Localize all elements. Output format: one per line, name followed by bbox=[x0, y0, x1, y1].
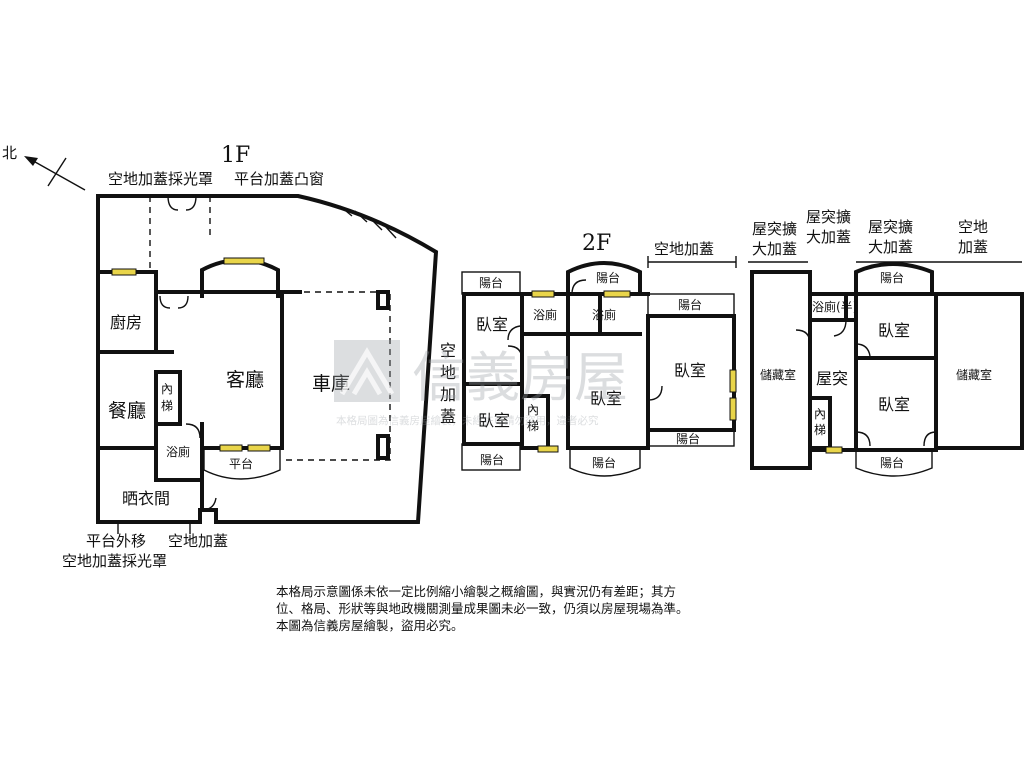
north-label: 北 bbox=[2, 144, 17, 162]
f2-balcony-bottom-right: 陽台 bbox=[676, 431, 700, 446]
roof-balcony-top: 陽台 bbox=[880, 270, 904, 285]
f1-skylight-bottom: 空地加蓋採光罩 bbox=[62, 552, 167, 570]
stair-label-bottom: 梯 bbox=[161, 399, 173, 413]
f2-bedroom-3: 臥室 bbox=[590, 389, 622, 408]
f2-bedroom-2: 臥室 bbox=[478, 411, 510, 430]
f2-balcony-top-center: 陽台 bbox=[596, 270, 620, 285]
watermark-brand: 信義房屋 bbox=[412, 346, 628, 409]
floor-1-plan bbox=[96, 194, 439, 524]
f2-side-2: 地 bbox=[440, 363, 456, 382]
brand-watermark: 信義房屋 本格局圖為信義房屋繪製，未經許可請勿盜用，違者必究 bbox=[334, 340, 628, 427]
f1-platform: 平台 bbox=[229, 456, 253, 471]
f2-balcony-bottom-center: 陽台 bbox=[592, 455, 616, 470]
roof-plan bbox=[750, 262, 1024, 477]
floor-2-plan bbox=[461, 261, 737, 477]
floor-2-title: 2F bbox=[582, 231, 611, 256]
roof-penthouse: 屋突 bbox=[816, 369, 848, 388]
room-dining: 餐廳 bbox=[108, 400, 146, 422]
f2-side-1: 空 bbox=[440, 341, 456, 360]
f1-bay-window-label: 平台加蓋凸窗 bbox=[234, 170, 324, 188]
roof-label-c-2: 大加蓋 bbox=[868, 238, 913, 256]
f2-side-3: 加 bbox=[440, 385, 456, 404]
f2-side-4: 蓋 bbox=[440, 407, 456, 426]
roof-storage-right: 儲藏室 bbox=[956, 367, 992, 382]
roof-label-b-1: 屋突擴 bbox=[806, 208, 851, 226]
disclaimer: 本格局示意圖係未依一定比例縮小繪製之概繪圖，與實況仍有差距；其方 位、格局、形狀… bbox=[276, 583, 756, 634]
f2-balcony-bottom-left: 陽台 bbox=[480, 452, 504, 467]
disclaimer-line-2: 位、格局、形狀等與地政機關測量成果圖未必一致，仍須以房屋現場為準。 bbox=[276, 601, 689, 616]
f2-bath-1: 浴廁 bbox=[533, 307, 557, 322]
roof-label-a-2: 大加蓋 bbox=[752, 240, 797, 258]
f2-annex-label: 空地加蓋 bbox=[654, 240, 714, 258]
roof-label-b-2: 大加蓋 bbox=[806, 228, 851, 246]
roof-label-d-2: 加蓋 bbox=[958, 238, 988, 256]
roof-stair-top: 內 bbox=[814, 407, 826, 421]
watermark-subline: 本格局圖為信義房屋繪製，未經許可請勿盜用，違者必究 bbox=[336, 414, 599, 427]
room-bath-f1: 浴廁 bbox=[166, 444, 190, 459]
roof-bedroom-1: 臥室 bbox=[878, 321, 910, 340]
f1-skylight-label: 空地加蓋採光罩 bbox=[108, 170, 213, 188]
stair-label-top: 內 bbox=[161, 382, 173, 396]
f2-balcony-top-right: 陽台 bbox=[678, 297, 702, 312]
roof-balcony-bottom: 陽台 bbox=[880, 455, 904, 470]
f1-annex-bottom: 空地加蓋 bbox=[168, 532, 228, 550]
room-kitchen: 廚房 bbox=[110, 313, 142, 332]
room-living: 客廳 bbox=[226, 369, 264, 391]
f2-bedroom-4: 臥室 bbox=[674, 361, 706, 380]
roof-storage-left: 儲藏室 bbox=[760, 367, 796, 382]
f2-stair-top: 內 bbox=[527, 403, 539, 417]
f2-stair-bottom: 梯 bbox=[527, 419, 539, 433]
roof-half-bath: 浴廁(半) bbox=[812, 299, 857, 314]
north-arrow-icon bbox=[24, 156, 86, 191]
disclaimer-line-3: 本圖為信義房屋繪製，盜用必究。 bbox=[276, 618, 464, 633]
roof-bedroom-2: 臥室 bbox=[878, 395, 910, 414]
disclaimer-line-1: 本格局示意圖係未依一定比例縮小繪製之概繪圖，與實況仍有差距；其方 bbox=[276, 584, 677, 599]
room-laundry: 晒衣間 bbox=[122, 489, 170, 508]
floor-1-title: 1F bbox=[221, 143, 250, 168]
f2-bath-2: 浴廁 bbox=[592, 307, 616, 322]
roof-label-a-1: 屋突擴 bbox=[752, 220, 797, 238]
f2-balcony-top-left: 陽台 bbox=[479, 275, 503, 290]
roof-label-d-1: 空地 bbox=[958, 218, 988, 236]
roof-stair-bottom: 梯 bbox=[814, 423, 826, 437]
f1-platform-moved: 平台外移 bbox=[86, 532, 146, 550]
room-garage: 車庫 bbox=[312, 373, 350, 395]
roof-label-c-1: 屋突擴 bbox=[868, 218, 913, 236]
f2-bedroom-1: 臥室 bbox=[476, 315, 508, 334]
